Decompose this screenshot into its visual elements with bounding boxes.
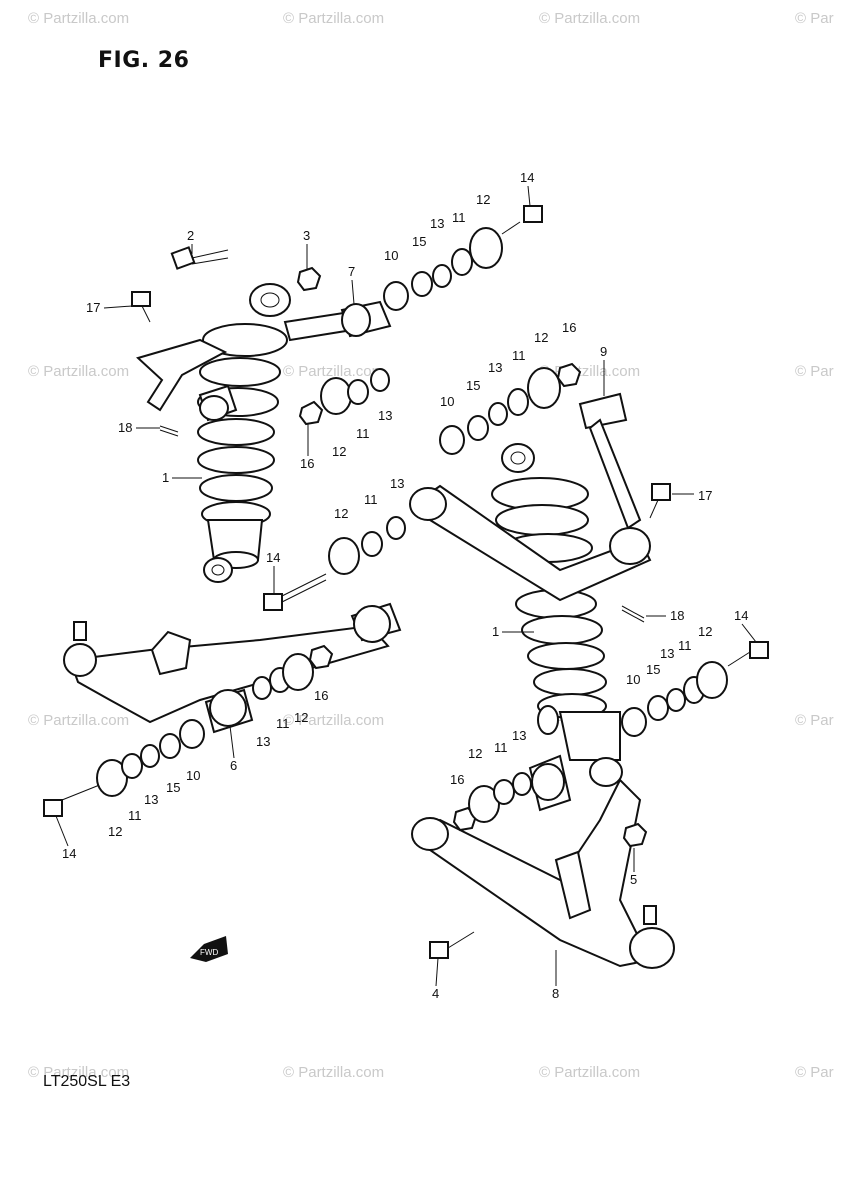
callout-10: 10 (384, 248, 398, 263)
callout-4: 4 (432, 986, 439, 1001)
callout-12: 12 (468, 746, 482, 761)
callout-16: 16 (562, 320, 576, 335)
bolt-17-right (649, 483, 671, 519)
callout-7: 7 (348, 264, 355, 279)
lower-arm-left (63, 602, 402, 734)
bolt-14-mid (263, 573, 327, 611)
callout-14: 14 (734, 608, 748, 623)
nut-5 (622, 822, 648, 848)
forward-arrow-label: FWD (200, 948, 218, 957)
watermark: © Partzilla.com (283, 363, 385, 380)
callout-14: 14 (266, 550, 280, 565)
callout-11: 11 (512, 348, 526, 363)
shock-absorber-right (491, 443, 623, 787)
callout-10: 10 (440, 394, 454, 409)
watermark: © Par (795, 10, 834, 27)
callout-2: 2 (187, 228, 194, 243)
bolt-4 (429, 931, 475, 959)
callout-11: 11 (356, 426, 370, 441)
callout-16: 16 (450, 772, 464, 787)
watermark: © Par (795, 1064, 834, 1081)
callout-18: 18 (118, 420, 132, 435)
watermark: © Partzilla.com (28, 363, 130, 380)
bushing-stack-lower-left-rear (43, 719, 205, 817)
callout-13: 13 (488, 360, 502, 375)
callout-11: 11 (128, 808, 142, 823)
bushing-stack-upper (383, 205, 543, 311)
bushing-stack-mid-left (298, 368, 390, 426)
callout-15: 15 (166, 780, 180, 795)
watermark: © Partzilla.com (28, 10, 130, 27)
cotter-pin-18-left (159, 425, 179, 437)
callout-15: 15 (646, 662, 660, 677)
callout-15: 15 (466, 378, 480, 393)
forward-arrow-icon: FWD (190, 936, 228, 962)
callout-5: 5 (630, 872, 637, 887)
nut-3 (296, 266, 322, 292)
bolt-2 (170, 246, 229, 270)
watermark: © Par (795, 712, 834, 729)
callout-6: 6 (230, 758, 237, 773)
callout-13: 13 (390, 476, 404, 491)
callout-13: 13 (660, 646, 674, 661)
callout-11: 11 (452, 210, 466, 225)
callout-13: 13 (256, 734, 270, 749)
lower-arm-right (411, 754, 675, 969)
watermark: © Partzilla.com (539, 10, 641, 27)
bushing-stack-mid-right (439, 362, 582, 455)
callout-15: 15 (412, 234, 426, 249)
callout-18: 18 (670, 608, 684, 623)
watermark: © Partzilla.com (28, 712, 130, 729)
bushing-stack-lower-right-rear (621, 641, 769, 737)
watermark: © Partzilla.com (283, 1064, 385, 1081)
callouts: 2 3 17 7 10 15 13 11 12 14 18 1 16 12 11… (55, 170, 757, 1001)
callout-10: 10 (186, 768, 200, 783)
bushing-stack-lower-left-front (252, 644, 334, 700)
bushing-stack-arm-left (328, 516, 406, 575)
callout-8: 8 (552, 986, 559, 1001)
figure-title: FIG. 26 (98, 48, 190, 73)
watermark: © Par (795, 363, 834, 380)
callout-12: 12 (334, 506, 348, 521)
callout-11: 11 (364, 492, 378, 507)
callout-12: 12 (294, 710, 308, 725)
callout-13: 13 (144, 792, 158, 807)
upper-arm-right (409, 392, 652, 602)
callout-14: 14 (520, 170, 534, 185)
watermark: © Partzilla.com (283, 712, 385, 729)
callout-9: 9 (600, 344, 607, 359)
watermark: © Partzilla.com (539, 1064, 641, 1081)
callout-17: 17 (698, 488, 712, 503)
callout-14: 14 (62, 846, 76, 861)
callout-11: 11 (276, 716, 290, 731)
callout-16: 16 (314, 688, 328, 703)
cotter-pin-18-right (621, 605, 645, 623)
callout-12: 12 (698, 624, 712, 639)
callout-12: 12 (108, 824, 122, 839)
callout-3: 3 (303, 228, 310, 243)
bolt-17-left (131, 291, 151, 323)
callout-13: 13 (378, 408, 392, 423)
callout-12: 12 (534, 330, 548, 345)
callout-11: 11 (678, 638, 692, 653)
callout-17: 17 (86, 300, 100, 315)
shock-absorber-left (197, 283, 291, 583)
callout-13: 13 (512, 728, 526, 743)
callout-1: 1 (162, 470, 169, 485)
callout-12: 12 (476, 192, 490, 207)
callout-11: 11 (494, 740, 508, 755)
callout-16: 16 (300, 456, 314, 471)
watermark: © Partzilla.com (283, 10, 385, 27)
callout-12: 12 (332, 444, 346, 459)
watermark: © Partzilla.com (28, 1064, 130, 1081)
bushing-stack-lower-right (452, 772, 532, 832)
callout-10: 10 (626, 672, 640, 687)
upper-arm-left (136, 300, 392, 412)
callout-13: 13 (430, 216, 444, 231)
callout-1: 1 (492, 624, 499, 639)
model-code: LT250SL E3 (43, 1073, 131, 1090)
